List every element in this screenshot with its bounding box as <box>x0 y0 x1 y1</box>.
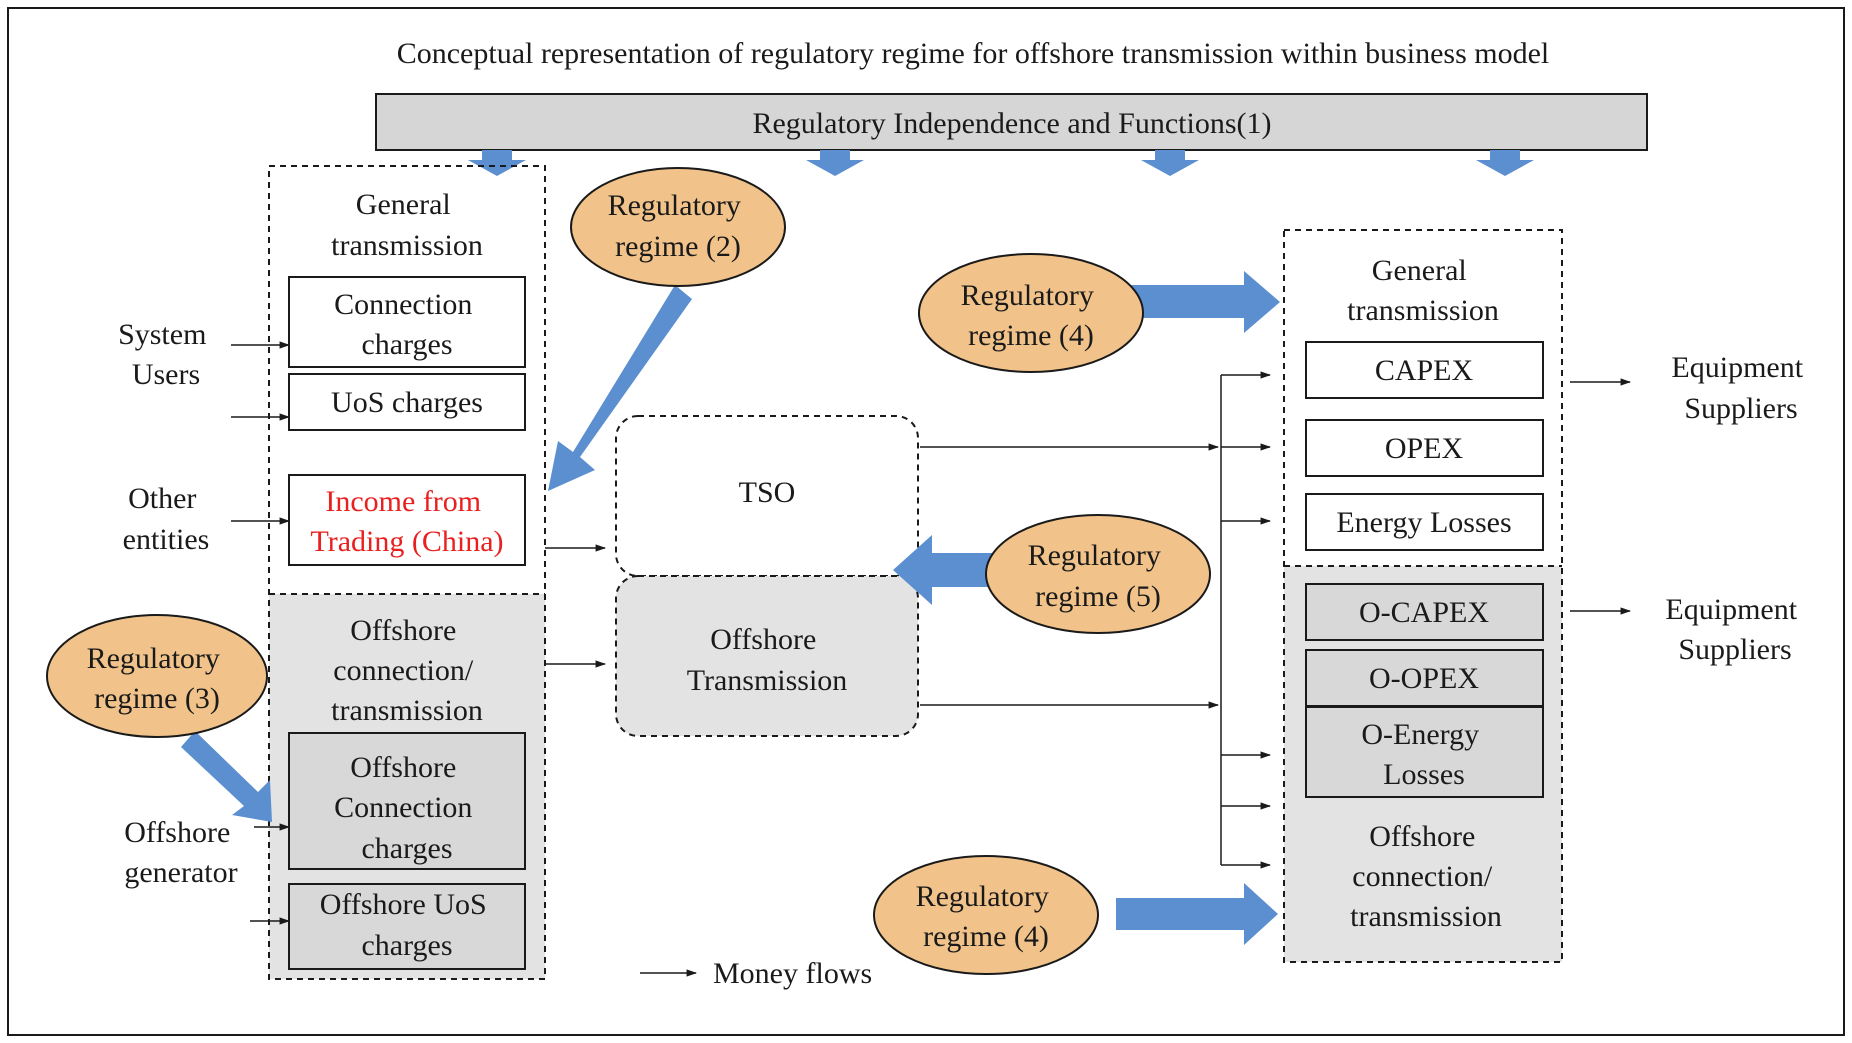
svg-text:Regulatory regime (4): Regulatory regime (4) <box>961 279 1102 352</box>
left-general-transmission-block <box>268 165 546 980</box>
income-from-trading-box <box>288 474 526 566</box>
regime-3-oval: Regulatory regime (3) <box>46 614 268 738</box>
regime-5-arrow <box>893 535 1000 605</box>
svg-text:Regulatory regime (3): Regulatory regime (3) <box>87 642 228 715</box>
offshore-connection-charges-label: Offshore Connection charges <box>334 751 480 865</box>
capex-label: CAPEX <box>1375 354 1474 387</box>
opex-label: OPEX <box>1385 432 1464 465</box>
connection-charges-box <box>288 276 526 368</box>
down-arrows <box>468 150 1534 176</box>
o-energy-losses-label: O-Energy Losses <box>1361 718 1486 791</box>
regulatory-independence-label: Regulatory Independence and Functions(1) <box>752 107 1271 140</box>
svg-text:Regulatory regime (4): Regulatory regime (4) <box>916 880 1057 953</box>
svg-text:Regulatory regime (5): Regulatory regime (5) <box>1028 539 1169 613</box>
other-entities-label: Other entities <box>123 482 210 556</box>
regime-4-top-oval: Regulatory regime (4) <box>918 253 1144 373</box>
regime-4-bottom-oval: Regulatory regime (4) <box>873 855 1099 975</box>
regime-4-top-arrow <box>1130 271 1280 333</box>
regulatory-arrows <box>181 271 1280 945</box>
regime-3-arrow <box>181 731 272 822</box>
connection-charges-label: Connection charges <box>334 288 480 361</box>
equipment-suppliers-bottom-label: Equipment Suppliers <box>1665 593 1804 666</box>
opex-box <box>1305 419 1544 477</box>
capex-box <box>1305 341 1544 399</box>
energy-losses-label: Energy Losses <box>1336 506 1511 539</box>
uos-charges-box <box>288 373 526 431</box>
energy-losses-box <box>1305 493 1544 551</box>
offshore-connection-charges-box <box>288 732 526 870</box>
left-offshore-header: Offshore connection/ transmission <box>331 614 483 727</box>
offshore-generator-label: Offshore generator <box>124 816 238 889</box>
svg-text:Regulatory regime (2): Regulatory regime (2) <box>608 189 749 263</box>
o-opex-label: O-OPEX <box>1369 662 1479 695</box>
tso-box <box>615 415 919 577</box>
system-users-label: System Users <box>118 318 214 391</box>
regime-2-oval: Regulatory regime (2) <box>570 167 786 287</box>
offshore-transmission-label: Offshore Transmission <box>687 623 848 697</box>
money-flow-arrows <box>231 341 1632 977</box>
offshore-uos-charges-label: Offshore UoS charges <box>320 888 494 962</box>
down-arrow <box>468 150 526 176</box>
tso-label: TSO <box>739 476 796 509</box>
left-general-header: General transmission <box>331 188 483 262</box>
o-opex-box <box>1305 649 1544 707</box>
down-arrow <box>1141 150 1199 176</box>
uos-charges-label: UoS charges <box>331 386 483 419</box>
o-energy-losses-box <box>1305 706 1544 798</box>
down-arrow <box>806 150 864 176</box>
regulatory-independence-bar <box>375 93 1648 151</box>
offshore-transmission-box <box>615 575 919 737</box>
down-arrow <box>1476 150 1534 176</box>
income-from-trading-label: Income from Trading (China) <box>310 485 503 558</box>
right-general-header: General transmission <box>1347 254 1499 327</box>
regime-5-oval: Regulatory regime (5) <box>985 514 1211 634</box>
equipment-suppliers-top-label: Equipment Suppliers <box>1671 351 1810 425</box>
offshore-uos-charges-box <box>288 883 526 970</box>
o-capex-label: O-CAPEX <box>1359 596 1489 629</box>
right-offshore-footer: Offshore connection/ transmission <box>1350 820 1502 933</box>
o-capex-box <box>1305 583 1544 641</box>
right-general-transmission-block <box>1283 229 1563 963</box>
regime-2-arrow <box>548 285 692 491</box>
diagram-title: Conceptual representation of regulatory … <box>397 37 1550 70</box>
regime-4-bottom-arrow <box>1116 883 1278 945</box>
legend-money-flows-label: Money flows <box>713 957 872 990</box>
